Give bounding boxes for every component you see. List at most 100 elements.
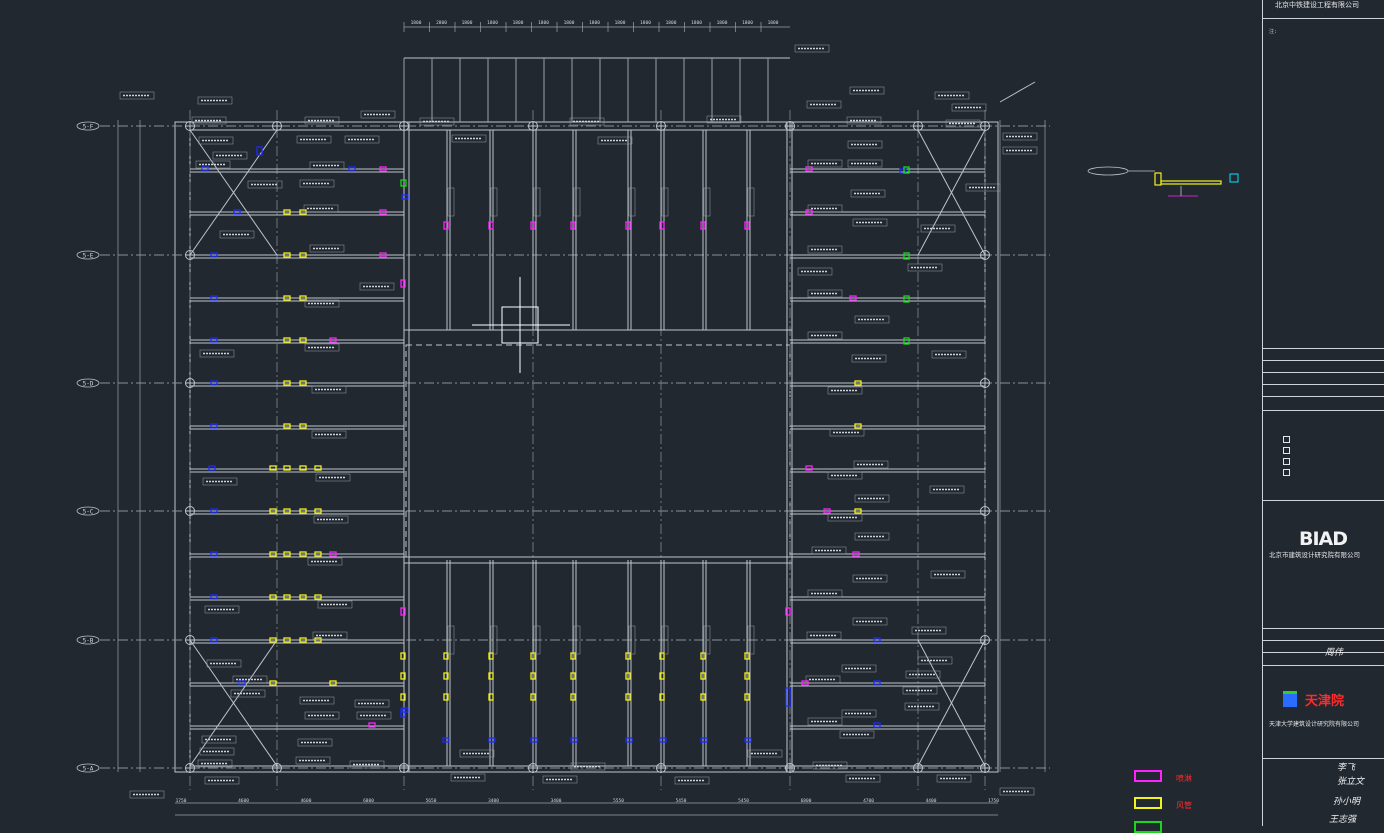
clash-marker — [659, 693, 665, 701]
member-tag — [232, 675, 268, 684]
clash-marker — [443, 221, 449, 230]
clash-marker — [299, 465, 307, 471]
member-tag — [198, 136, 234, 145]
axis-label: 5-D — [83, 381, 94, 388]
member-tag — [297, 738, 333, 747]
partner-logo-icon — [1283, 691, 1297, 707]
dim-text: 4400 — [926, 798, 937, 804]
clash-marker — [873, 680, 881, 686]
clash-marker — [443, 693, 449, 701]
member-tag — [307, 557, 343, 566]
member-tag — [299, 179, 335, 188]
member-tag — [191, 116, 227, 125]
member-tag — [847, 159, 883, 168]
member-tag-vertical — [490, 625, 498, 655]
member-tag — [806, 631, 842, 640]
member-tag — [199, 747, 235, 756]
dim-text: 5650 — [426, 798, 437, 804]
member-tag — [839, 730, 875, 739]
dim-text: 1800 — [589, 20, 600, 26]
member-tag — [356, 711, 392, 720]
member-tag — [450, 773, 486, 782]
member-tag — [929, 485, 965, 494]
clash-marker — [744, 221, 750, 230]
clash-marker — [659, 672, 665, 680]
member-tag — [204, 605, 240, 614]
member-tag — [201, 735, 237, 744]
axis-label: 5-E — [83, 253, 94, 260]
clash-marker — [314, 551, 322, 557]
divider — [1263, 640, 1384, 641]
member-tag — [794, 44, 830, 53]
signature: 孙小明 — [1333, 797, 1361, 807]
member-tag — [419, 117, 455, 126]
clash-marker — [530, 221, 536, 230]
clash-marker — [903, 252, 910, 260]
clash-marker — [314, 594, 322, 600]
clash-marker — [488, 737, 496, 743]
member-tag-vertical — [573, 187, 581, 217]
clash-marker — [283, 637, 291, 643]
member-tag — [230, 689, 266, 698]
member-tag — [805, 675, 841, 684]
clash-marker — [401, 194, 409, 200]
clash-marker — [210, 295, 218, 301]
grid-axis-bubbles: 5-F5-E5-D5-C5-B5-A — [76, 121, 100, 773]
clash-marker — [903, 337, 910, 345]
partner-name: 天津大学建筑设计研究院有限公司 — [1269, 721, 1360, 728]
member-tag — [934, 91, 970, 100]
clash-marker — [283, 209, 291, 215]
clash-marker — [785, 607, 791, 616]
dim-text: 5450 — [676, 798, 687, 804]
legend-swatch-duct — [1134, 797, 1162, 809]
member-tag — [299, 696, 335, 705]
clash-marker — [208, 465, 216, 471]
dim-text: 1800 — [462, 20, 473, 26]
member-tag — [315, 473, 351, 482]
clash-marker — [269, 551, 277, 557]
member-tag — [807, 717, 843, 726]
member-tag — [807, 589, 843, 598]
dim-text: 6800 — [363, 798, 374, 804]
member-tag — [344, 135, 380, 144]
clash-marker — [744, 652, 750, 660]
clash-marker — [348, 166, 356, 172]
dim-text: 6800 — [801, 798, 812, 804]
member-tag — [313, 515, 349, 524]
clash-marker — [805, 465, 813, 471]
member-tag-vertical — [447, 625, 455, 655]
member-tag — [204, 776, 240, 785]
clash-marker — [283, 337, 291, 343]
clash-marker — [744, 737, 752, 743]
clash-marker — [570, 672, 576, 680]
clash-marker — [210, 252, 218, 258]
dim-text: 3400 — [488, 798, 499, 804]
dim-text: 4600 — [301, 798, 312, 804]
dim-text: 1800 — [717, 20, 728, 26]
member-tag — [195, 160, 231, 169]
clash-marker — [379, 166, 387, 172]
member-tag — [797, 267, 833, 276]
cursor-crosshair — [472, 277, 570, 373]
clash-marker — [443, 672, 449, 680]
member-tag — [304, 711, 340, 720]
clash-marker — [785, 687, 791, 707]
member-tag — [917, 656, 953, 665]
member-tag-vertical — [703, 187, 711, 217]
signature: 周伟 — [1325, 648, 1344, 658]
member-tag — [945, 119, 981, 128]
member-tag — [197, 96, 233, 105]
title-block: 北京中铁建设工程有限公司 注: BIAD 北京市建筑设计研究院有限公司 天津院 … — [1262, 0, 1384, 826]
clash-marker — [849, 295, 857, 301]
dim-text: 1800 — [666, 20, 677, 26]
clash-marker — [283, 594, 291, 600]
member-tag-vertical — [747, 625, 755, 655]
clash-marker — [269, 637, 277, 643]
clash-marker — [700, 737, 708, 743]
dim-text: 3400 — [551, 798, 562, 804]
member-tag — [812, 761, 848, 770]
clash-marker — [570, 652, 576, 660]
checkbox — [1283, 458, 1290, 465]
dim-text: 4700 — [863, 798, 874, 804]
